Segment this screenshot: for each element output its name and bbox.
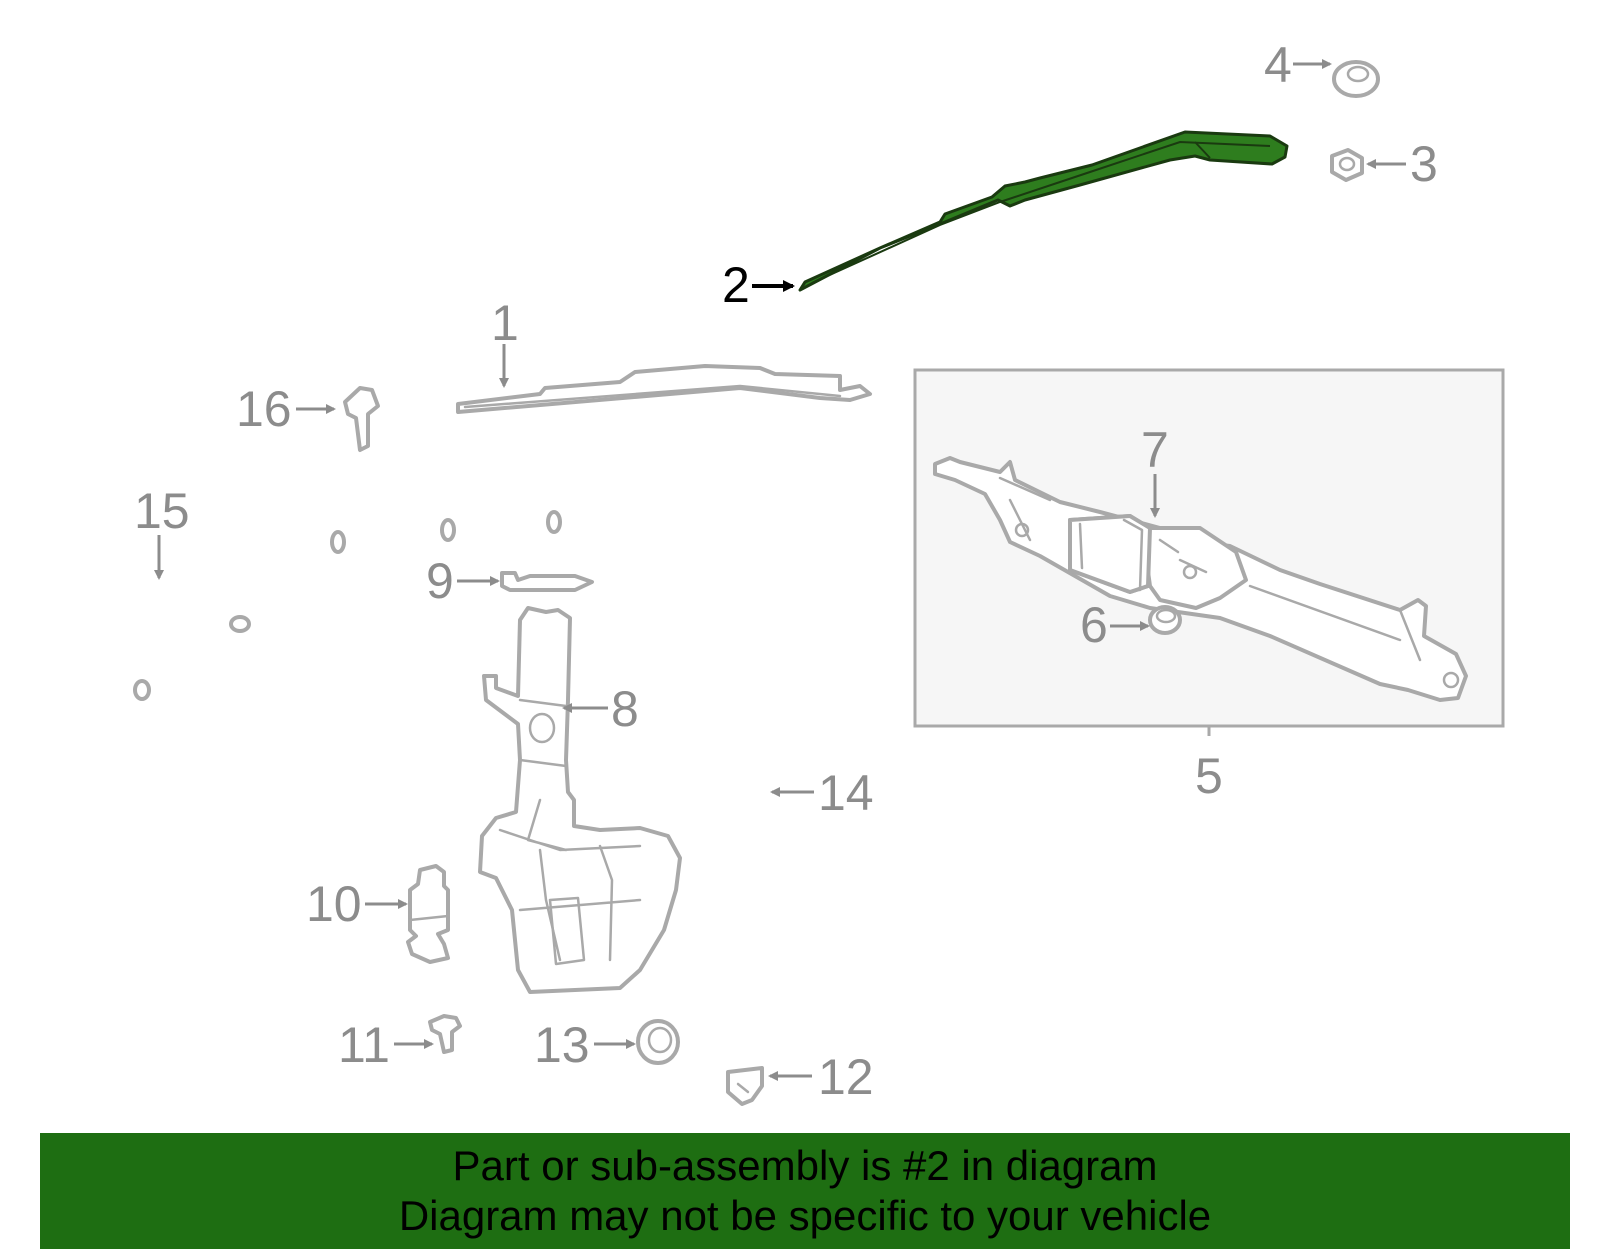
callout-14: 14 <box>818 765 874 821</box>
seal-part-9[interactable] <box>500 571 594 592</box>
callout-3: 3 <box>1410 136 1438 192</box>
callout-16: 16 <box>236 381 292 437</box>
callout-6: 6 <box>1080 597 1108 653</box>
wiper-linkage-inset <box>913 368 1505 736</box>
callout-8: 8 <box>611 681 639 737</box>
reservoir-part-8[interactable] <box>478 606 682 994</box>
hose-part-15[interactable] <box>110 508 678 701</box>
hose-part-14[interactable] <box>689 669 791 995</box>
callout-5: 5 <box>1195 748 1223 804</box>
nut-part-3[interactable] <box>1330 148 1364 182</box>
callout-13: 13 <box>534 1017 590 1073</box>
screw-part-11[interactable] <box>428 1014 462 1054</box>
callout-15: 15 <box>134 483 190 539</box>
callout-4: 4 <box>1264 37 1292 93</box>
callout-12: 12 <box>818 1049 874 1105</box>
callout-2: 2 <box>722 257 750 313</box>
callout-10: 10 <box>306 876 362 932</box>
clip-part-16[interactable] <box>343 386 380 452</box>
wiper-blade-part-1[interactable] <box>456 364 872 414</box>
leader-lines <box>154 59 1406 1081</box>
callout-9: 9 <box>426 553 454 609</box>
wiper-arm-shape <box>798 130 1289 292</box>
callout-1: 1 <box>491 295 519 351</box>
pump-part-10[interactable] <box>406 864 450 964</box>
banner-line-2: Diagram may not be specific to your vehi… <box>398 1192 1212 1239</box>
cap-part-4[interactable] <box>1332 60 1380 98</box>
callout-7: 7 <box>1141 422 1169 478</box>
grommet-part-13[interactable] <box>636 1019 680 1065</box>
clip-part-12[interactable] <box>726 1066 764 1106</box>
wiper-arm-part-2[interactable] <box>798 130 1289 292</box>
motor-part-7[interactable] <box>1068 514 1152 594</box>
callout-11: 11 <box>338 1017 390 1073</box>
nut-part-6[interactable] <box>1148 605 1182 635</box>
info-banner: Part or sub-assembly is #2 in diagram Di… <box>40 1133 1570 1249</box>
banner-line-1: Part or sub-assembly is #2 in diagram <box>452 1142 1158 1189</box>
